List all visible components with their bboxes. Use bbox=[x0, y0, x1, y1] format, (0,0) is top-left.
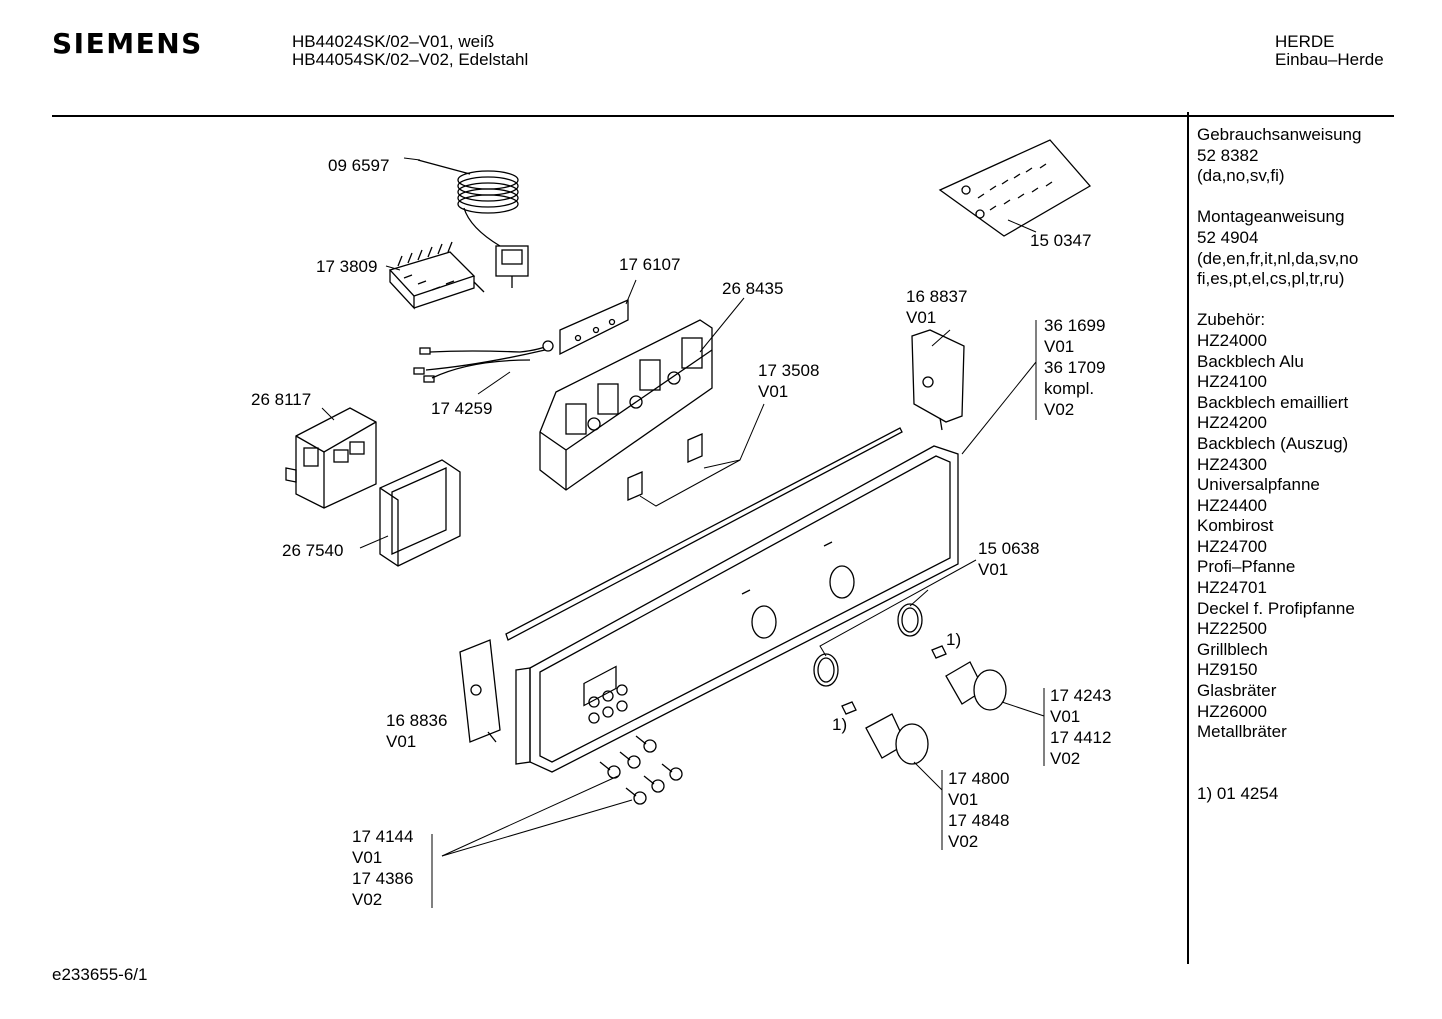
label-361699-2: V01 bbox=[1044, 337, 1074, 356]
part-module-holder[interactable] bbox=[539, 319, 713, 491]
label-168836-variant: V01 bbox=[386, 732, 416, 751]
sidebar-line: HZ24000 bbox=[1197, 330, 1267, 350]
label-174243-2: V01 bbox=[1050, 707, 1080, 726]
model-line-2: HB44054SK/02–V02, Edelstahl bbox=[292, 50, 529, 69]
sidebar-line: Backblech (Auszug) bbox=[1197, 433, 1349, 453]
sidebar-line: Kombirost bbox=[1197, 516, 1274, 536]
part-thermostat[interactable] bbox=[417, 159, 529, 288]
brand-logo: SIEMENS bbox=[52, 27, 203, 60]
label-174144-1: 17 4144 bbox=[352, 827, 413, 846]
sidebar-notes: Gebrauchsanweisung 52 8382 (da,no,sv,fi)… bbox=[1197, 125, 1361, 805]
label-174144-4: V02 bbox=[352, 890, 382, 909]
label-174800-1: 17 4800 bbox=[948, 769, 1009, 788]
label-096597: 09 6597 bbox=[328, 156, 389, 175]
part-switch-block[interactable] bbox=[388, 241, 485, 310]
sidebar-line: Profi–Pfanne bbox=[1197, 557, 1296, 577]
sidebar-line: Deckel f. Profipfanne bbox=[1197, 598, 1355, 618]
sidebar-line: HZ9150 bbox=[1197, 660, 1258, 680]
part-push-buttons[interactable] bbox=[599, 735, 683, 805]
header-rule bbox=[52, 115, 1394, 117]
part-knob-right[interactable] bbox=[931, 645, 1007, 711]
part-frame[interactable] bbox=[379, 459, 461, 567]
sidebar-line: HZ24300 bbox=[1197, 454, 1267, 474]
label-267540: 26 7540 bbox=[282, 541, 343, 560]
sidebar-line: (da,no,sv,fi) bbox=[1197, 166, 1285, 186]
sidebar-line: Universalpfanne bbox=[1197, 475, 1320, 495]
part-bracket-left[interactable] bbox=[459, 639, 501, 743]
footnote-marker-1: 1) bbox=[946, 630, 961, 649]
sidebar-line: HZ24701 bbox=[1197, 578, 1267, 598]
part-bracket-right[interactable] bbox=[911, 329, 965, 431]
document-id: e233655-6/1 bbox=[52, 965, 148, 984]
label-174800-3: 17 4848 bbox=[948, 811, 1009, 830]
leader-lines bbox=[321, 157, 1045, 908]
category-block: HERDE Einbau–Herde bbox=[1275, 33, 1384, 69]
label-174144-2: V01 bbox=[352, 848, 382, 867]
label-361699-1: 36 1699 bbox=[1044, 316, 1105, 335]
label-173809: 17 3809 bbox=[316, 257, 377, 276]
sidebar-line: fi,es,pt,el,cs,pl,tr,ru) bbox=[1197, 269, 1345, 289]
sidebar-line: Metallbräter bbox=[1197, 722, 1287, 742]
label-174800-4: V02 bbox=[948, 832, 978, 851]
label-361699-3: 36 1709 bbox=[1044, 358, 1105, 377]
label-173508-variant: V01 bbox=[758, 382, 788, 401]
sidebar-line: Backblech Alu bbox=[1197, 351, 1304, 371]
sidebar-block-manual: Gebrauchsanweisung 52 8382 (da,no,sv,fi) bbox=[1197, 125, 1361, 187]
label-268435: 26 8435 bbox=[722, 279, 783, 298]
part-screw-bag[interactable] bbox=[938, 139, 1092, 237]
part-relay-housing[interactable] bbox=[285, 407, 377, 509]
sidebar-line: HZ22500 bbox=[1197, 619, 1267, 639]
label-150638: 15 0638 bbox=[978, 539, 1039, 558]
sidebar-line: Gebrauchsanweisung bbox=[1197, 125, 1362, 144]
label-174243-4: V02 bbox=[1050, 749, 1080, 768]
sidebar-line: Zubehör: bbox=[1197, 310, 1266, 330]
sidebar-block-accessories: Zubehör: HZ24000 Backblech Alu HZ24100 B… bbox=[1197, 310, 1361, 742]
sidebar-line: HZ26000 bbox=[1197, 701, 1267, 721]
model-line-1: HB44024SK/02–V01, weiß bbox=[292, 32, 495, 51]
label-168837-variant: V01 bbox=[906, 308, 936, 327]
label-168837: 16 8837 bbox=[906, 287, 967, 306]
label-173508: 17 3508 bbox=[758, 361, 819, 380]
label-174800-2: V01 bbox=[948, 790, 978, 809]
part-bracket-176107[interactable] bbox=[559, 299, 629, 356]
sidebar-block-mounting: Montageanweisung 52 4904 (de,en,fr,it,nl… bbox=[1197, 207, 1361, 289]
footnote-marker-2: 1) bbox=[832, 715, 847, 734]
sidebar-line: 52 8382 bbox=[1197, 145, 1259, 165]
label-150347: 15 0347 bbox=[1030, 231, 1091, 250]
sidebar-line: Glasbräter bbox=[1197, 681, 1277, 701]
part-trim-strip[interactable] bbox=[505, 427, 903, 641]
label-176107: 17 6107 bbox=[619, 255, 680, 274]
part-cable-harness[interactable] bbox=[413, 340, 554, 383]
part-clips[interactable] bbox=[627, 433, 703, 501]
sidebar-line: HZ24700 bbox=[1197, 536, 1267, 556]
part-rings[interactable] bbox=[813, 603, 923, 687]
label-168836: 16 8836 bbox=[386, 711, 447, 730]
label-174243-1: 17 4243 bbox=[1050, 686, 1111, 705]
subcategory: Einbau–Herde bbox=[1275, 50, 1384, 69]
sidebar-line: Grillblech bbox=[1197, 639, 1268, 659]
label-150638-variant: V01 bbox=[978, 560, 1008, 579]
category: HERDE bbox=[1275, 32, 1335, 51]
sidebar-line: HZ24200 bbox=[1197, 413, 1267, 433]
sidebar-line: 52 4904 bbox=[1197, 227, 1259, 247]
sidebar-block-footnote: 1) 01 4254 bbox=[1197, 784, 1361, 805]
sidebar-line: (de,en,fr,it,nl,da,sv,no bbox=[1197, 248, 1359, 268]
model-list: HB44024SK/02–V01, weiß HB44054SK/02–V02,… bbox=[292, 33, 528, 69]
label-174144-3: 17 4386 bbox=[352, 869, 413, 888]
sidebar-line: Montageanweisung bbox=[1197, 207, 1345, 227]
sidebar-line: Backblech emailliert bbox=[1197, 392, 1349, 412]
label-268117: 26 8117 bbox=[251, 390, 311, 409]
part-knob-left[interactable] bbox=[841, 701, 929, 765]
part-control-panel[interactable] bbox=[515, 445, 959, 773]
label-361699-4: kompl. bbox=[1044, 379, 1094, 398]
sidebar-line: 1) 01 4254 bbox=[1197, 784, 1279, 803]
label-361699-5: V02 bbox=[1044, 400, 1074, 419]
sidebar-line: HZ24400 bbox=[1197, 495, 1267, 515]
sidebar-divider bbox=[1187, 112, 1189, 964]
sidebar-line: HZ24100 bbox=[1197, 372, 1267, 392]
label-174259: 17 4259 bbox=[431, 399, 492, 418]
label-174243-3: 17 4412 bbox=[1050, 728, 1111, 747]
